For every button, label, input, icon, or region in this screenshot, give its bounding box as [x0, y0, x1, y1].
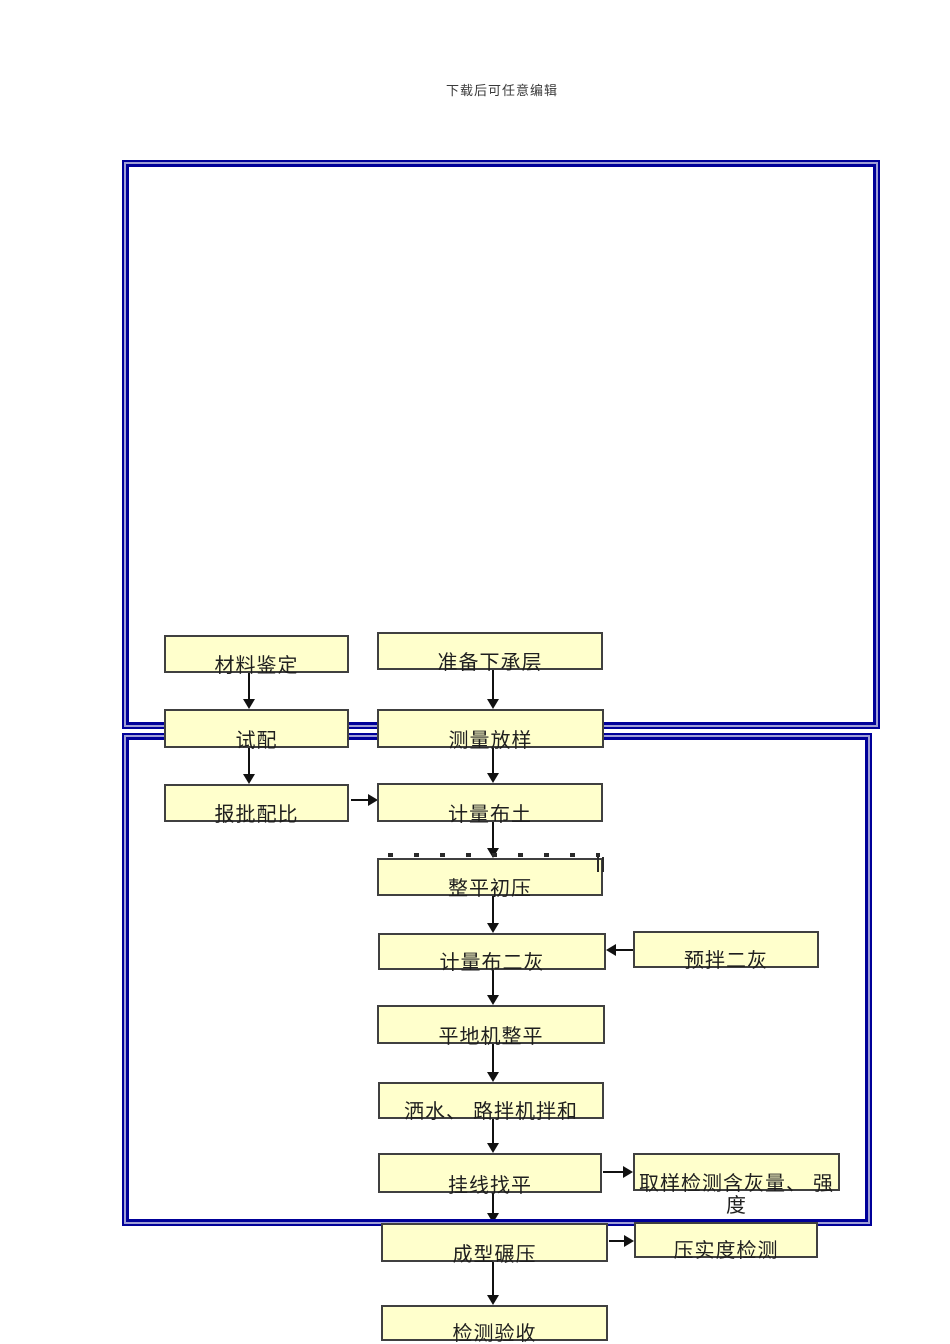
arrow-down-icon: [487, 1193, 499, 1223]
flow-box-measured-two-ash: 计量布二灰: [378, 933, 606, 974]
flow-box-label: 计量布二灰: [439, 952, 545, 974]
flow-box-label: 检测验收: [452, 1323, 537, 1344]
arrow-right-icon: [351, 794, 378, 806]
flow-box-grader-leveling: 平地机整平: [377, 1005, 605, 1048]
flow-box-sampling-test: 取样检测含灰量、 强 度: [633, 1153, 840, 1216]
flow-box-leveling-initial-compaction: 整平初压: [377, 858, 603, 900]
flow-box-label-overflow: 度: [726, 1195, 747, 1217]
flow-box-compaction-test: 压实度检测: [634, 1222, 818, 1262]
flow-box-label: 挂线找平: [448, 1175, 532, 1197]
flow-box-label: 报批配比: [214, 804, 299, 826]
flow-box-label: 平地机整平: [438, 1026, 544, 1048]
flow-box-watering-road-mixing: 洒水、 路拌机拌和: [378, 1082, 604, 1123]
flow-box-label: 整平初压: [448, 878, 532, 900]
flow-box-label: 压实度检测: [673, 1240, 779, 1262]
arrow-down-icon: [487, 896, 499, 933]
flow-box-material-appraisal: 材料鉴定: [164, 635, 349, 677]
flow-box-label: 洒水、 路拌机拌和: [404, 1101, 578, 1123]
arrow-down-icon: [487, 1044, 499, 1082]
flow-box-label: 材料鉴定: [214, 655, 299, 677]
arrow-right-icon: [603, 1166, 633, 1178]
flow-box-string-line-leveling: 挂线找平: [378, 1153, 602, 1197]
arrow-left-icon: [606, 944, 633, 956]
flow-box-trial-mix: 试配: [164, 709, 349, 752]
clipped-text-fragment: [597, 857, 604, 872]
arrow-down-icon: [243, 748, 255, 784]
flow-box-label: 测量放样: [448, 730, 533, 752]
arrow-down-icon: [487, 1262, 499, 1305]
arrow-down-icon: [487, 970, 499, 1005]
flow-box-forming-rolling: 成型碾压: [381, 1223, 608, 1266]
arrow-down-icon: [487, 1119, 499, 1153]
header-note: 下载后可任意编辑: [446, 83, 559, 98]
flow-box-label: 成型碾压: [452, 1244, 537, 1266]
clipped-text-fragment: [388, 853, 600, 857]
flow-box-label: 预拌二灰: [684, 950, 768, 972]
flow-box-label: 准备下承层: [437, 652, 543, 674]
flow-box-survey-layout: 测量放样: [377, 709, 604, 752]
flow-box-label: 试配: [235, 730, 278, 752]
arrow-right-icon: [609, 1235, 634, 1247]
arrow-down-icon: [487, 670, 499, 709]
flow-box-label: 计量布土: [448, 804, 532, 826]
arrow-down-icon: [487, 748, 499, 783]
flow-box-label: 取样检测含灰量、 强: [639, 1173, 834, 1195]
flow-box-measured-soil: 计量布土: [377, 783, 603, 826]
flow-box-prepare-subbase: 准备下承层: [377, 632, 603, 674]
flow-box-ratio-approval: 报批配比: [164, 784, 349, 826]
flow-box-inspection-acceptance: 检测验收: [381, 1305, 608, 1344]
arrow-down-icon: [243, 673, 255, 709]
flow-box-premix-two-ash: 预拌二灰: [633, 931, 819, 972]
